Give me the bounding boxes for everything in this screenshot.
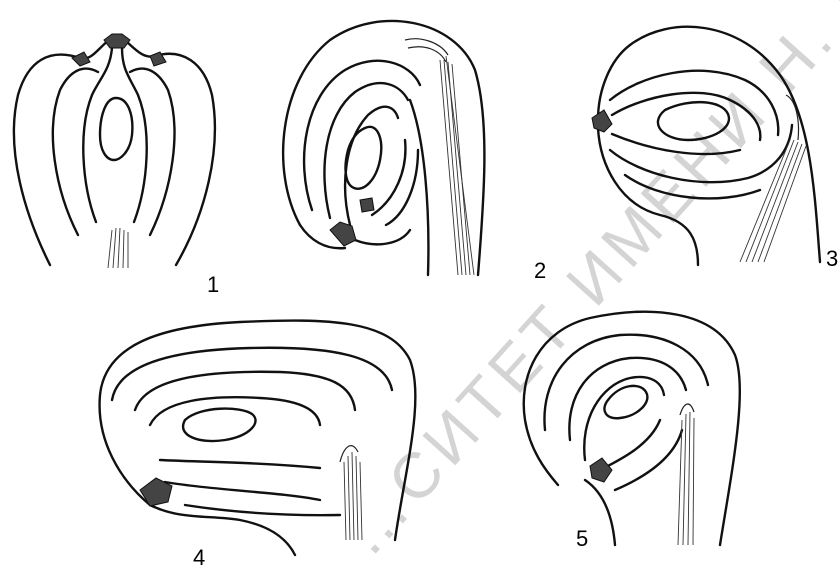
figure-label-5: 5: [576, 528, 588, 550]
figure-label-3: 3: [826, 248, 838, 270]
funiculus-bundle-1: [108, 228, 128, 268]
figure-label-4: 4: [193, 547, 205, 569]
figure-label-1: 1: [207, 274, 219, 296]
ovule-1-orthotropous: [14, 34, 215, 268]
raphe-bundle-2: [405, 39, 474, 275]
funiculus-bundle-5: [678, 404, 694, 545]
figure-label-2: 2: [534, 260, 546, 282]
ovule-2-anatropous: [283, 21, 484, 275]
